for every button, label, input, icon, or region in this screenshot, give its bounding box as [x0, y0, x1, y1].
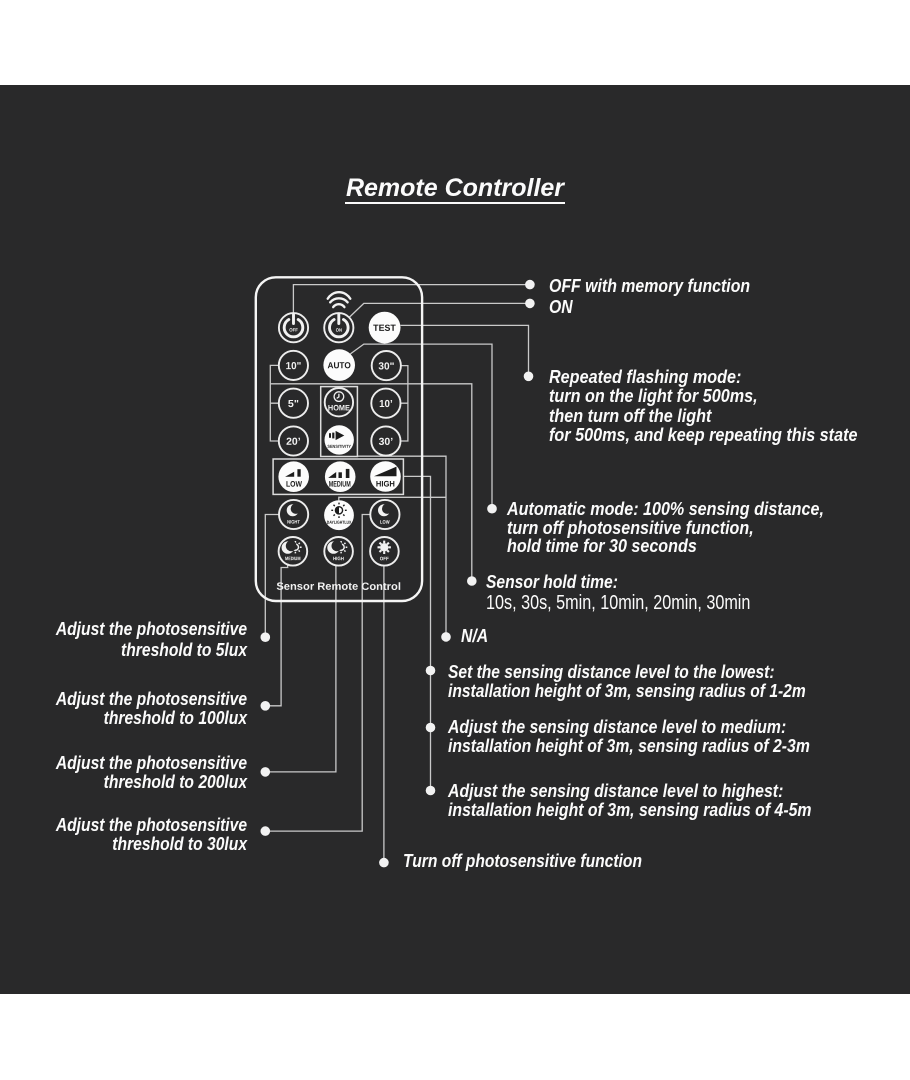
- svg-text:5": 5": [288, 399, 299, 410]
- svg-text:20’: 20’: [286, 437, 301, 448]
- svg-text:Sensor Remote Control: Sensor Remote Control: [276, 581, 401, 593]
- svg-text:AUTO: AUTO: [327, 360, 350, 370]
- svg-text:MEDIUM: MEDIUM: [285, 556, 301, 562]
- svg-text:TEST: TEST: [373, 323, 396, 333]
- svg-text:ON: ON: [336, 328, 343, 334]
- svg-text:NIGHT: NIGHT: [287, 520, 300, 526]
- svg-text:LOW: LOW: [380, 520, 390, 526]
- svg-text:OFF: OFF: [380, 556, 389, 562]
- svg-text:DAYLIGHTLUX: DAYLIGHTLUX: [327, 520, 352, 525]
- svg-text:HIGH: HIGH: [333, 556, 344, 562]
- svg-text:SENSITIVITY: SENSITIVITY: [327, 444, 351, 449]
- svg-text:HIGH: HIGH: [376, 480, 395, 489]
- svg-text:30’: 30’: [379, 437, 394, 448]
- svg-text:LOW: LOW: [286, 480, 302, 489]
- svg-text:30": 30": [378, 361, 394, 372]
- svg-text:OFF: OFF: [289, 328, 298, 334]
- svg-text:HOME: HOME: [328, 403, 350, 412]
- svg-text:MEDIUM: MEDIUM: [329, 480, 351, 489]
- svg-text:10’: 10’: [379, 399, 393, 410]
- svg-text:10": 10": [286, 361, 302, 372]
